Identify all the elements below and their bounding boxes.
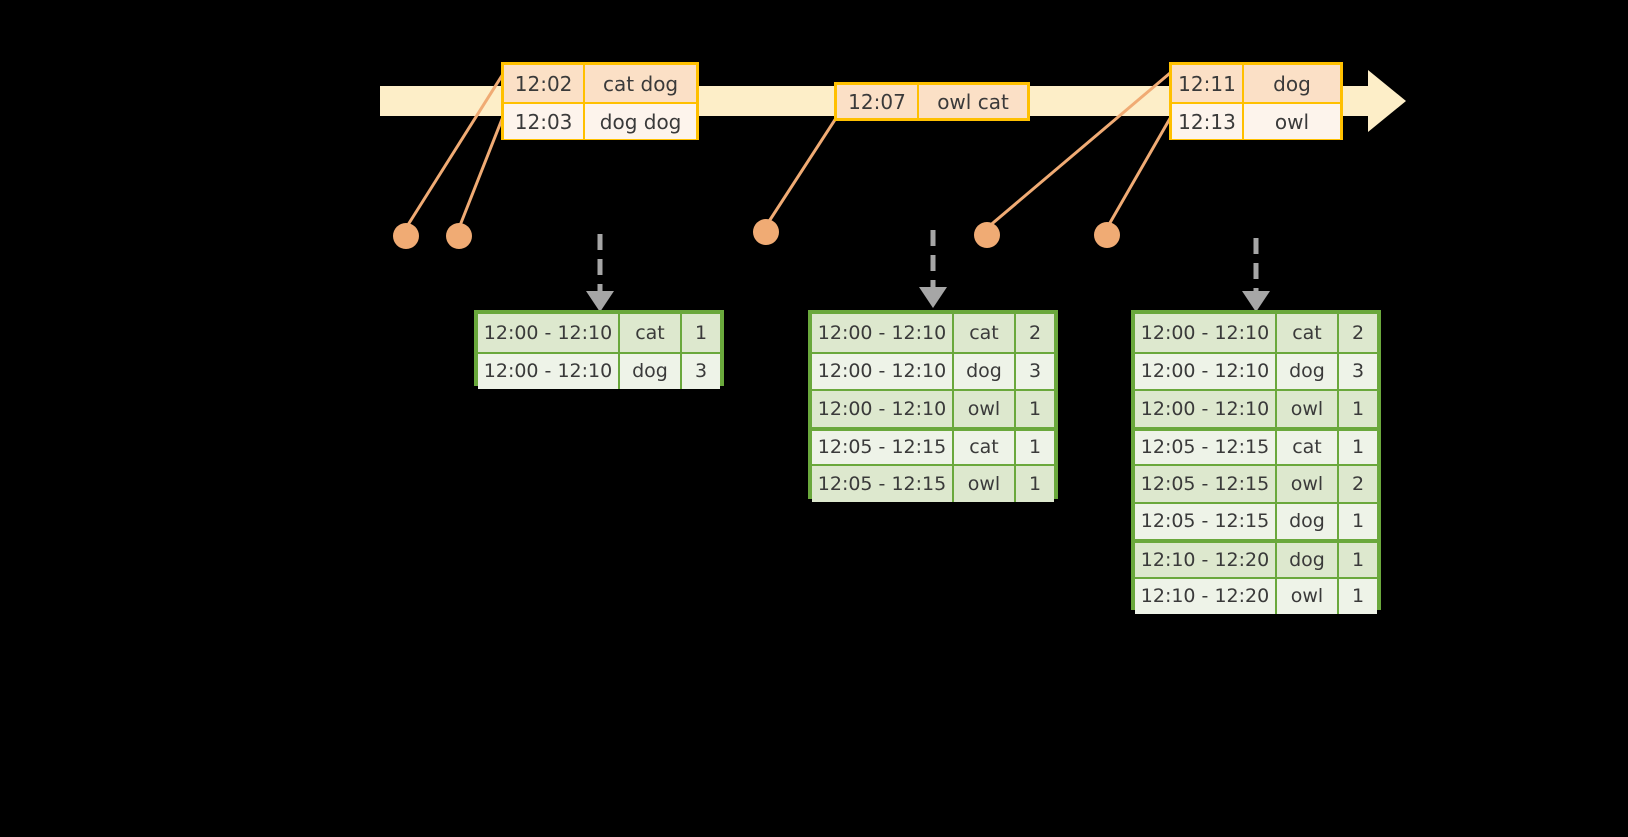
cell-count: 1 <box>1016 391 1054 427</box>
event-dot-1 <box>393 223 419 249</box>
dashed-arrowheads <box>586 287 1270 312</box>
table-row[interactable]: 12:05 - 12:15 cat 1 <box>812 426 1054 464</box>
cell-count: 1 <box>1339 430 1377 464</box>
cell-window: 12:05 - 12:15 <box>812 430 954 464</box>
cell-window: 12:00 - 12:10 <box>1135 314 1277 352</box>
table-row[interactable]: 12:10 - 12:20 owl 1 <box>1135 576 1377 614</box>
cell-window: 12:00 - 12:10 <box>478 353 620 389</box>
cell-count: 3 <box>682 353 720 389</box>
event-group-2[interactable]: 12:07 owl cat <box>834 82 1030 121</box>
result-table-2[interactable]: 12:00 - 12:10 cat 2 12:00 - 12:10 dog 3 … <box>808 310 1058 502</box>
cell-window: 12:05 - 12:15 <box>1135 503 1277 539</box>
cell-window: 12:00 - 12:10 <box>812 391 954 427</box>
event-row[interactable]: 12:02 cat dog <box>504 65 696 102</box>
event-dot-3 <box>753 219 779 245</box>
event-words: cat dog <box>585 65 696 102</box>
event-time: 12:02 <box>504 65 586 102</box>
cell-count: 1 <box>1339 503 1377 539</box>
table-row[interactable]: 12:00 - 12:10 owl 1 <box>1135 389 1377 427</box>
event-row[interactable]: 12:11 dog <box>1172 65 1340 102</box>
event-words: dog dog <box>585 104 696 139</box>
event-words: dog <box>1244 65 1340 102</box>
event-dot-4 <box>974 222 1000 248</box>
table-row[interactable]: 12:05 - 12:15 owl 1 <box>812 464 1054 502</box>
cell-count: 1 <box>1016 430 1054 464</box>
connector-line-5 <box>1105 107 1178 229</box>
event-row[interactable]: 12:07 owl cat <box>837 85 1027 118</box>
event-dot-2 <box>446 223 472 249</box>
cell-window: 12:00 - 12:10 <box>478 314 620 352</box>
event-dot-5 <box>1094 222 1120 248</box>
dashed-arrowhead-1 <box>586 291 614 312</box>
event-group-3[interactable]: 12:11 dog 12:13 owl <box>1169 62 1343 140</box>
cell-word: dog <box>1277 543 1339 577</box>
table-row[interactable]: 12:00 - 12:10 dog 3 <box>478 351 720 389</box>
timeline-arrowhead <box>1368 70 1406 132</box>
result-table-3[interactable]: 12:00 - 12:10 cat 2 12:00 - 12:10 dog 3 … <box>1131 310 1381 614</box>
connector-line-3 <box>764 111 842 227</box>
cell-word: owl <box>954 391 1016 427</box>
cell-window: 12:05 - 12:15 <box>1135 430 1277 464</box>
connector-dots <box>393 219 1120 249</box>
cell-word: dog <box>620 353 682 389</box>
table-row[interactable]: 12:05 - 12:15 owl 2 <box>1135 464 1377 502</box>
cell-word: cat <box>954 314 1016 352</box>
cell-word: owl <box>1277 466 1339 502</box>
event-time: 12:03 <box>504 104 586 139</box>
event-time: 12:13 <box>1172 104 1244 139</box>
cell-window: 12:05 - 12:15 <box>812 466 954 502</box>
result-table-1[interactable]: 12:00 - 12:10 cat 1 12:00 - 12:10 dog 3 <box>474 310 724 389</box>
event-time: 12:11 <box>1172 65 1244 102</box>
cell-count: 2 <box>1339 466 1377 502</box>
cell-window: 12:10 - 12:20 <box>1135 543 1277 577</box>
cell-window: 12:00 - 12:10 <box>1135 391 1277 427</box>
cell-word: owl <box>1277 578 1339 614</box>
cell-count: 1 <box>682 314 720 352</box>
event-words: owl cat <box>919 85 1027 118</box>
table-row[interactable]: 12:00 - 12:10 owl 1 <box>812 389 1054 427</box>
table-row[interactable]: 12:00 - 12:10 dog 3 <box>1135 351 1377 389</box>
cell-word: cat <box>954 430 1016 464</box>
cell-count: 3 <box>1016 353 1054 389</box>
cell-window: 12:00 - 12:10 <box>812 353 954 389</box>
table-row[interactable]: 12:00 - 12:10 cat 2 <box>1135 314 1377 352</box>
cell-window: 12:00 - 12:10 <box>1135 353 1277 389</box>
cell-window: 12:10 - 12:20 <box>1135 578 1277 614</box>
table-row[interactable]: 12:00 - 12:10 dog 3 <box>812 351 1054 389</box>
cell-word: dog <box>954 353 1016 389</box>
event-group-1[interactable]: 12:02 cat dog 12:03 dog dog <box>501 62 699 140</box>
cell-count: 2 <box>1016 314 1054 352</box>
cell-window: 12:00 - 12:10 <box>812 314 954 352</box>
table-row[interactable]: 12:05 - 12:15 dog 1 <box>1135 501 1377 539</box>
cell-count: 2 <box>1339 314 1377 352</box>
table-row[interactable]: 12:10 - 12:20 dog 1 <box>1135 539 1377 577</box>
dashed-arrowhead-3 <box>1242 291 1270 312</box>
table-row[interactable]: 12:05 - 12:15 cat 1 <box>1135 426 1377 464</box>
event-time: 12:07 <box>837 85 919 118</box>
cell-count: 3 <box>1339 353 1377 389</box>
event-words: owl <box>1244 104 1340 139</box>
cell-count: 1 <box>1339 543 1377 577</box>
table-row[interactable]: 12:00 - 12:10 cat 2 <box>812 314 1054 352</box>
cell-word: cat <box>620 314 682 352</box>
cell-window: 12:05 - 12:15 <box>1135 466 1277 502</box>
cell-word: owl <box>954 466 1016 502</box>
dashed-arrows <box>597 230 1259 292</box>
event-row[interactable]: 12:13 owl <box>1172 102 1340 139</box>
cell-word: dog <box>1277 503 1339 539</box>
cell-word: dog <box>1277 353 1339 389</box>
connector-line-1 <box>404 65 510 229</box>
dashed-arrowhead-2 <box>919 287 947 308</box>
cell-word: cat <box>1277 314 1339 352</box>
cell-count: 1 <box>1016 466 1054 502</box>
cell-word: owl <box>1277 391 1339 427</box>
cell-word: cat <box>1277 430 1339 464</box>
cell-count: 1 <box>1339 578 1377 614</box>
table-row[interactable]: 12:00 - 12:10 cat 1 <box>478 314 720 352</box>
event-row[interactable]: 12:03 dog dog <box>504 102 696 139</box>
cell-count: 1 <box>1339 391 1377 427</box>
